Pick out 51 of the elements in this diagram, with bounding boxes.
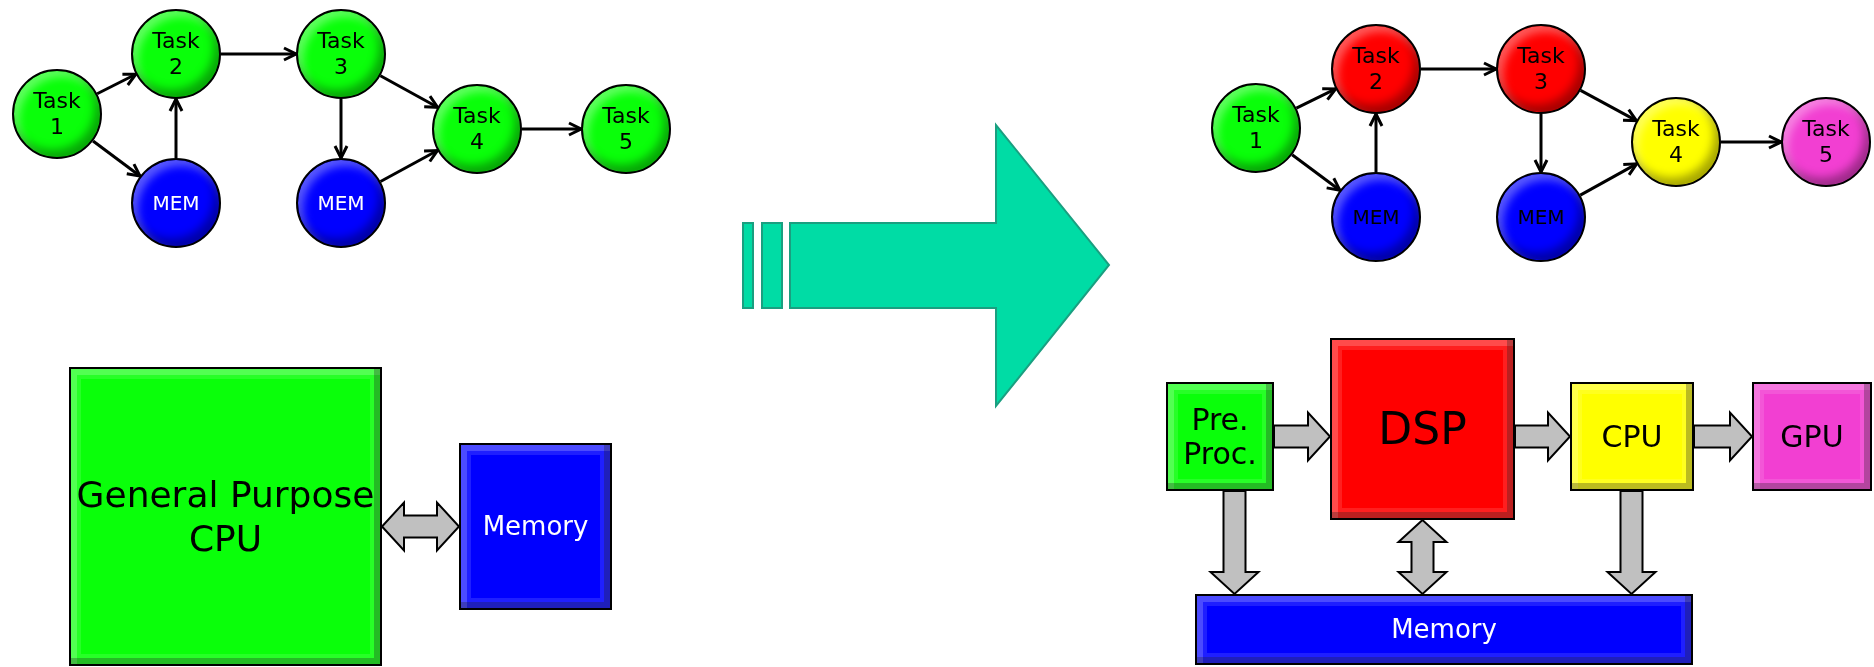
arrow: [1721, 134, 1783, 150]
arrow: [1291, 153, 1342, 192]
processor-block: [1166, 382, 1274, 491]
node-label: CPU: [1600, 418, 1664, 456]
arrow: [1368, 112, 1384, 172]
arrow: [168, 97, 184, 158]
block-arrow: [1604, 490, 1659, 596]
arrow: [333, 99, 349, 160]
node-label: Memory: [1390, 613, 1498, 646]
arrow: [221, 46, 298, 62]
node-label: Task 2: [1351, 43, 1401, 95]
node-label: Pre. Proc.: [1182, 402, 1258, 471]
node-label: MEM: [1516, 204, 1566, 230]
node-label: Task 2: [151, 28, 201, 80]
node-label: MEM: [1351, 204, 1401, 230]
arrow: [379, 149, 439, 183]
memory-block: [459, 443, 612, 610]
arrow: [92, 139, 142, 178]
node-label: Task 1: [1231, 102, 1281, 154]
block-arrow: [1693, 409, 1754, 464]
processor-block: [1330, 338, 1515, 520]
memory-block: [1195, 594, 1693, 665]
processor-block: [1752, 382, 1872, 491]
node-label: Task 4: [1651, 116, 1701, 168]
arrow: [1579, 162, 1639, 197]
arrow: [1533, 114, 1549, 174]
node-label: MEM: [316, 190, 366, 216]
arrow: [1295, 87, 1338, 110]
node-label: DSP: [1377, 402, 1468, 456]
node-label: GPU: [1779, 418, 1845, 456]
node-label: Memory: [481, 510, 590, 543]
node-label: Task 3: [1516, 43, 1566, 95]
node-label: Task 5: [601, 103, 651, 155]
arrow: [1421, 61, 1498, 77]
processor-block: [69, 367, 382, 666]
node-label: General Purpose CPU: [75, 472, 376, 561]
arrow: [379, 74, 440, 109]
node-label: Task 1: [32, 88, 82, 140]
processor-block: [1570, 382, 1694, 491]
arrow: [1579, 89, 1638, 123]
node-label: Task 3: [316, 28, 366, 80]
block-arrow: [380, 499, 461, 554]
block-arrow: [1514, 409, 1572, 464]
arrow: [96, 72, 138, 96]
block-arrow: [1273, 409, 1332, 464]
block-arrow: [1207, 490, 1262, 596]
node-label: MEM: [151, 190, 201, 216]
node-label: Task 4: [452, 103, 502, 155]
block-arrow: [1395, 518, 1450, 596]
arrow: [522, 121, 583, 137]
node-label: Task 5: [1801, 116, 1851, 168]
